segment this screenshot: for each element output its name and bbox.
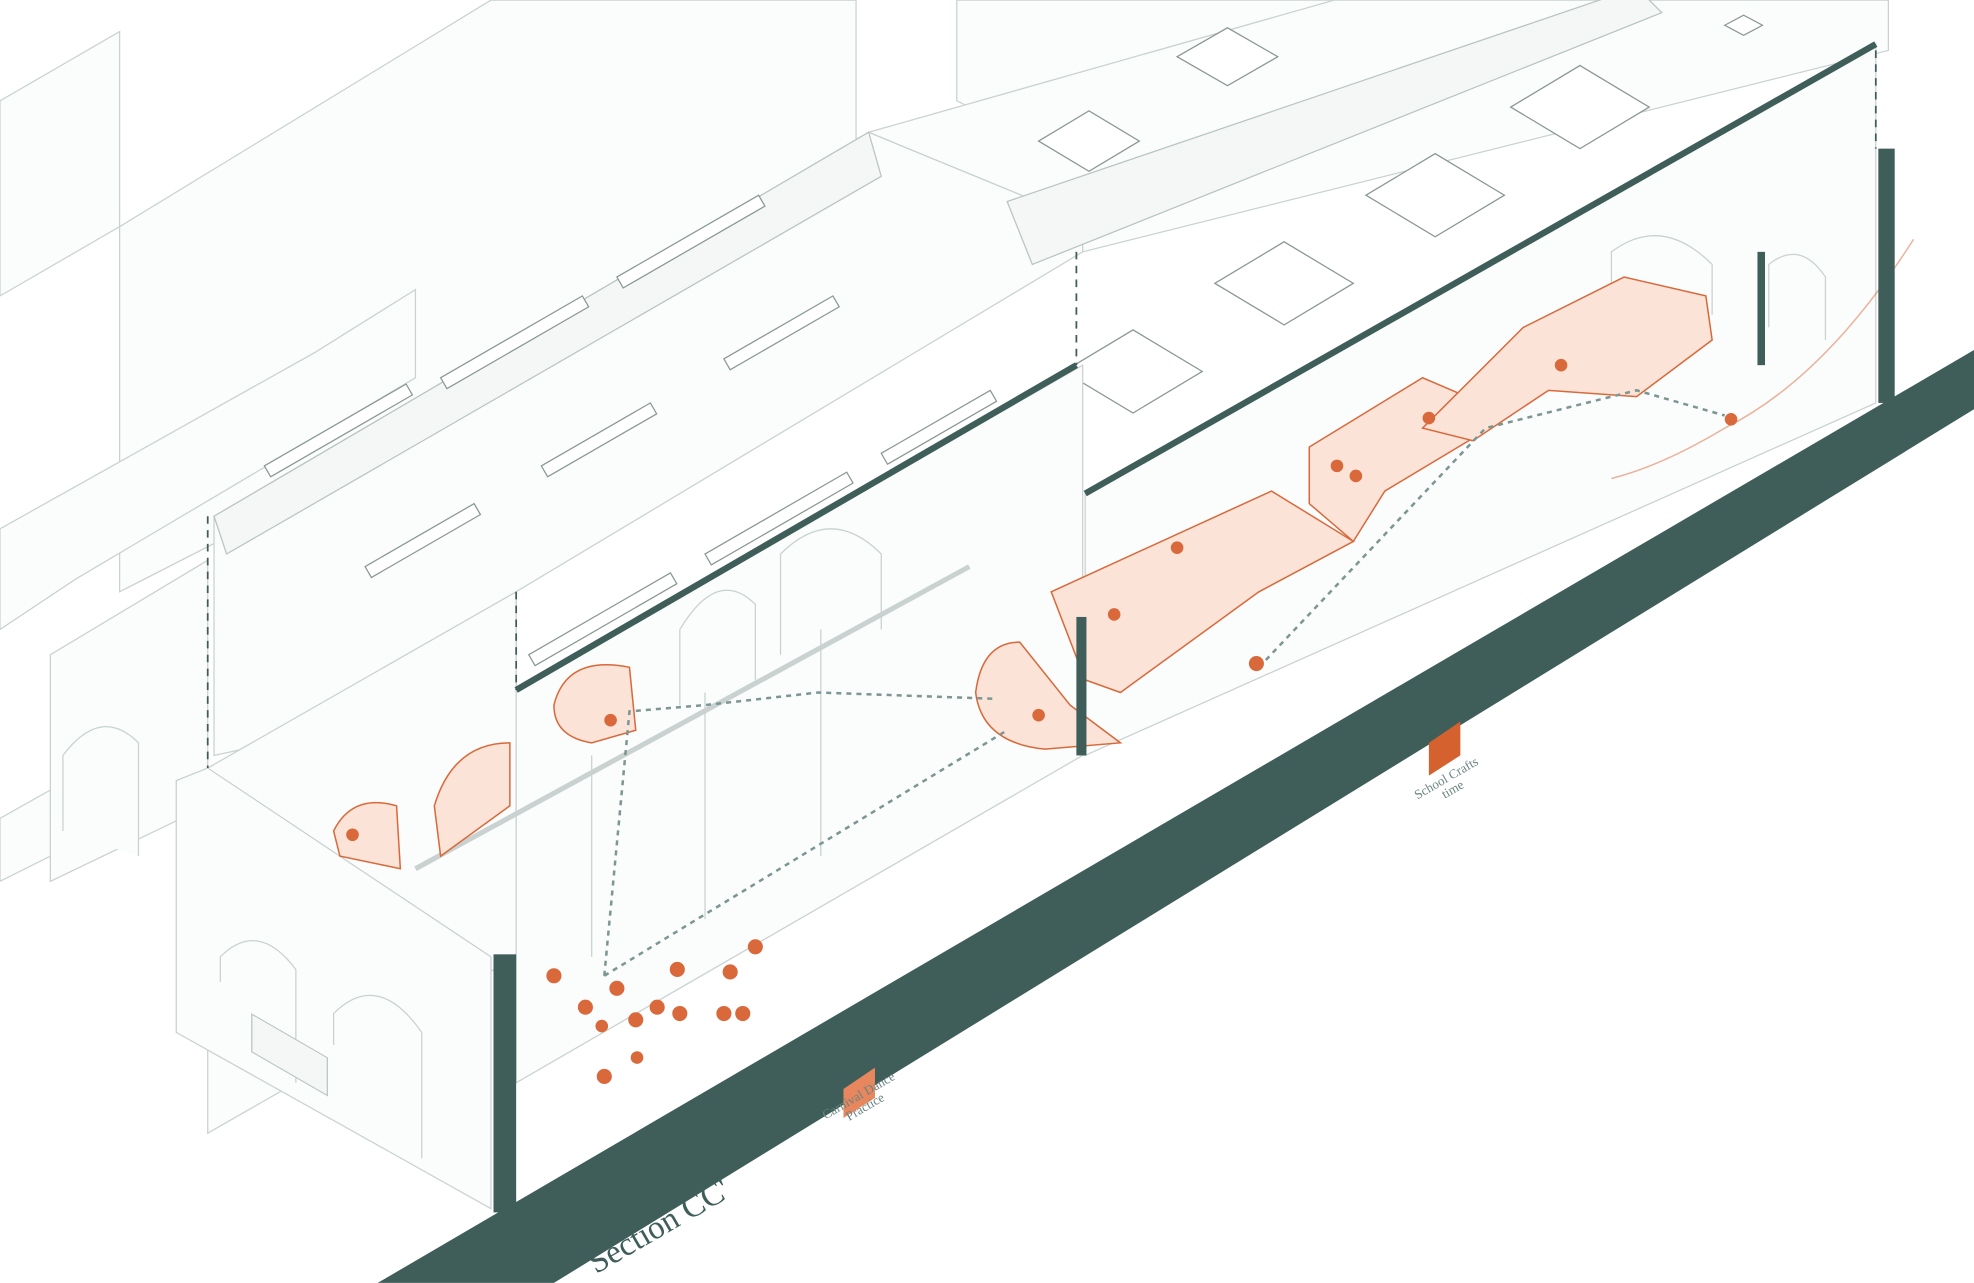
connection-lines xyxy=(206,50,1877,977)
skylights xyxy=(263,14,1764,667)
roof-structure xyxy=(213,0,1890,757)
activity-platforms xyxy=(332,238,1915,870)
historic-facade xyxy=(175,767,492,1210)
legend-swatch-carnival xyxy=(843,1067,875,1119)
people-figures xyxy=(346,358,1738,1085)
legend-swatch-crafts xyxy=(1428,721,1461,776)
legend xyxy=(843,721,1461,1119)
